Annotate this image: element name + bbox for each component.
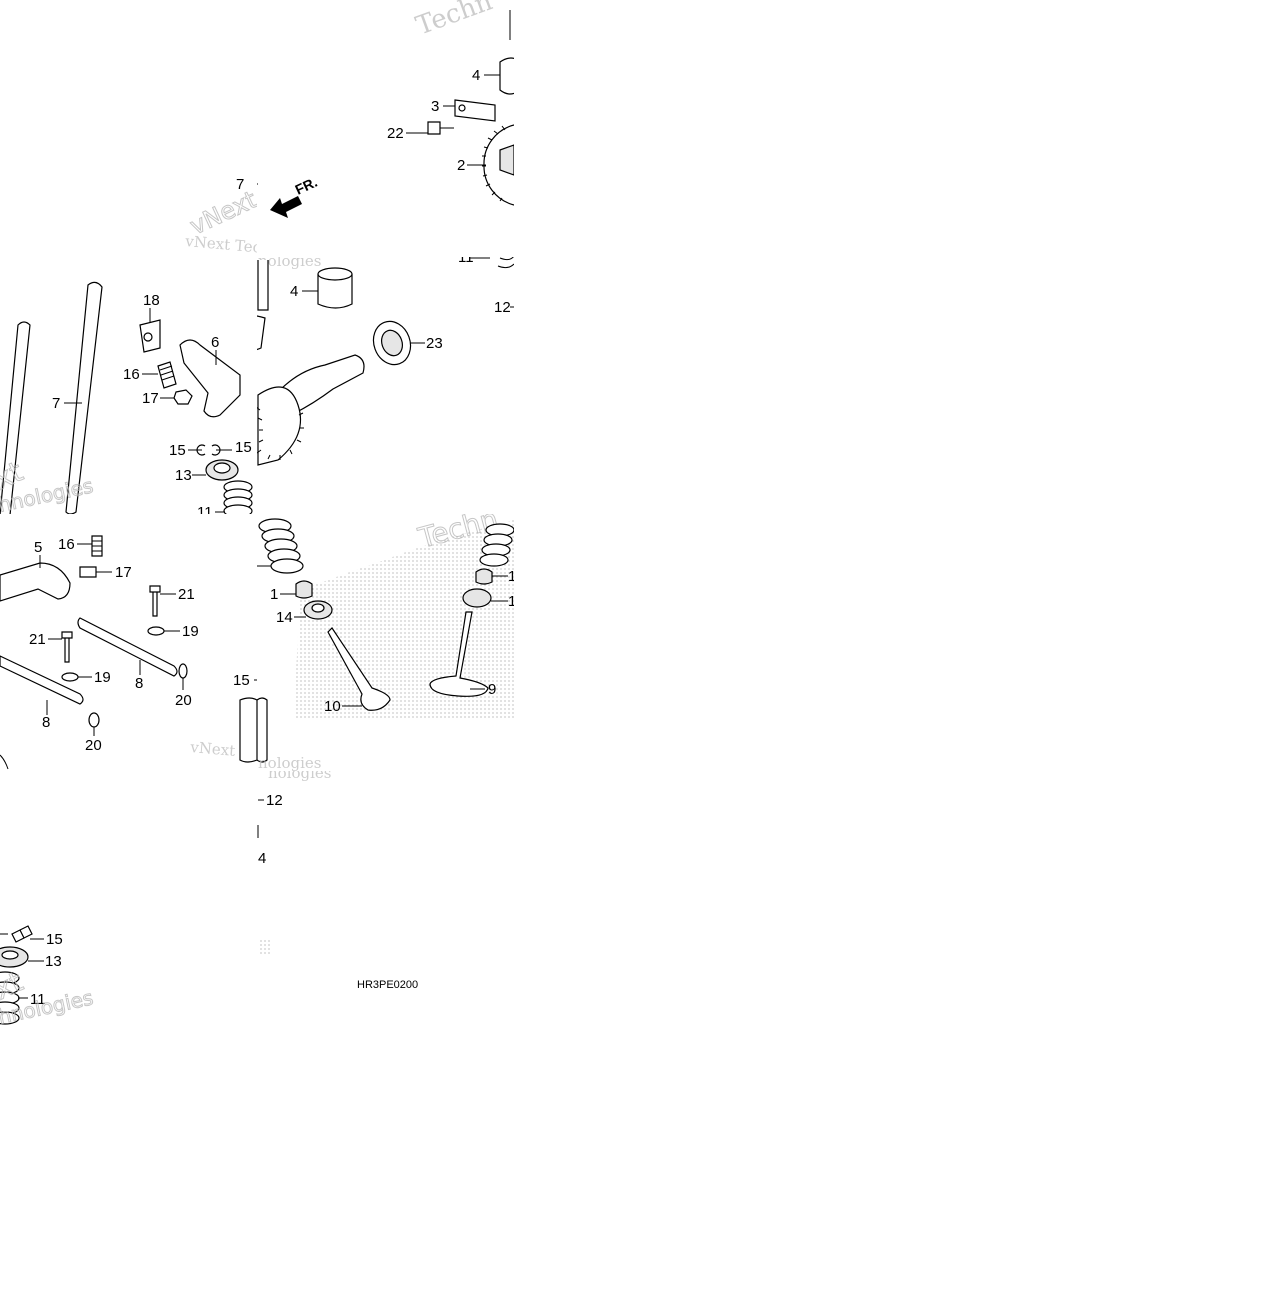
camshaft-part <box>279 354 365 415</box>
intake-valve-part <box>429 611 489 697</box>
callout-7: 7 <box>236 176 244 193</box>
tile-middle-middle: nologies 18 4 23 11 12 <box>190 249 514 466</box>
rocker-arm-part <box>179 339 241 418</box>
callout-20: 20 <box>175 692 192 709</box>
callout-14: 14 <box>276 609 293 626</box>
callout-2: 2 <box>457 157 465 174</box>
callout-18: 18 <box>143 292 160 309</box>
tile-top-left: 7 vNext vNext Tec <box>184 176 262 257</box>
watermark: Techn <box>412 0 497 42</box>
bolt-part <box>149 585 161 617</box>
callout-1: 1 <box>508 568 516 585</box>
watermark: vNext Tec <box>184 232 262 257</box>
rocker-shaft-part <box>77 617 178 677</box>
callout-11: 11 <box>458 249 474 266</box>
cotter-part <box>11 925 33 943</box>
cam-plate-part <box>220 274 240 308</box>
callout-4: 4 <box>258 850 266 867</box>
valve-seal-part <box>295 580 313 599</box>
callout-15: 15 <box>235 439 252 456</box>
nut-part <box>79 566 97 578</box>
callout-1: 1 <box>508 593 516 610</box>
callout-3: 3 <box>431 98 439 115</box>
callout-21: 21 <box>178 586 195 603</box>
valve-seal-part <box>475 568 493 585</box>
rocker-arm-part <box>0 562 71 602</box>
callout-1: 1 <box>270 586 278 603</box>
callout-10: 10 <box>324 698 341 715</box>
push-rod-part <box>0 321 31 514</box>
tile-bottom-left: 15 13 11 xt hnologies <box>0 925 96 1028</box>
callout-11: 11 <box>30 991 46 1008</box>
tile-lower-left: 5 16 17 21 19 21 8 20 19 <box>0 535 257 770</box>
callout-16: 16 <box>123 366 140 383</box>
rocker-shaft-part <box>0 655 84 705</box>
callout-23: 23 <box>426 335 443 352</box>
callout-11: 11 <box>197 504 213 521</box>
callout-15: 15 <box>169 442 186 459</box>
callout-22: 22 <box>387 125 404 142</box>
watermark: vNext <box>189 738 236 760</box>
callout-12: 12 <box>266 792 283 809</box>
callout-19: 19 <box>182 623 199 640</box>
watermark: nologies <box>258 754 322 772</box>
adjust-screw-part <box>157 361 177 389</box>
callout-12: 12 <box>494 299 511 316</box>
front-direction-arrow <box>270 196 302 218</box>
tile-top-middle: Techn FR. 4 3 22 2 <box>257 0 514 218</box>
callout-13: 13 <box>175 467 192 484</box>
circlip-part <box>88 712 100 728</box>
push-rod-part <box>65 281 103 514</box>
callout-6: 6 <box>211 334 219 351</box>
watermark: nologies <box>258 252 322 270</box>
callout-13: 13 <box>45 953 62 970</box>
front-direction-label: FR. <box>293 174 320 198</box>
valve-spring-part <box>479 523 514 567</box>
callout-16: 16 <box>58 536 75 553</box>
washer-part <box>147 626 165 636</box>
callout-5: 5 <box>34 539 42 556</box>
plate-part <box>454 99 496 122</box>
valve-spring-part <box>258 518 304 574</box>
exhaust-valve-part <box>327 627 391 711</box>
callout-17: 17 <box>115 564 132 581</box>
valve-spring-part <box>223 480 253 514</box>
callout-8: 8 <box>135 675 143 692</box>
nut-part <box>173 389 193 405</box>
callout-9: 9 <box>488 681 496 698</box>
watermark: nologies <box>268 764 332 782</box>
washer-part <box>61 672 79 682</box>
tile-bottom-middle: nologies 12 4 HR3PE0200 <box>257 764 418 991</box>
tile-middle-left: 7 18 16 17 6 15 15 13 <box>0 281 253 521</box>
tile-lower-middle: Techn 1 14 10 1 <box>257 514 516 772</box>
callout-18: 18 <box>190 285 207 302</box>
callout-15: 15 <box>46 931 63 948</box>
lifter-part <box>257 315 266 351</box>
callout-8: 8 <box>42 714 50 731</box>
callout-15: 15 <box>233 672 250 689</box>
valve-spring-part <box>0 971 20 1025</box>
diagram-code: HR3PE0200 <box>357 979 418 991</box>
callout-19: 19 <box>94 669 111 686</box>
callout-17: 17 <box>142 390 159 407</box>
callout-20: 20 <box>85 737 102 754</box>
callout-4: 4 <box>290 283 298 300</box>
bolt-part <box>61 631 73 663</box>
sleeve-part <box>499 57 514 95</box>
callout-4: 4 <box>472 67 480 84</box>
bolt-part <box>427 121 441 135</box>
callout-7: 7 <box>52 395 60 412</box>
callout-21: 21 <box>29 631 46 648</box>
circlip-part <box>178 663 188 679</box>
